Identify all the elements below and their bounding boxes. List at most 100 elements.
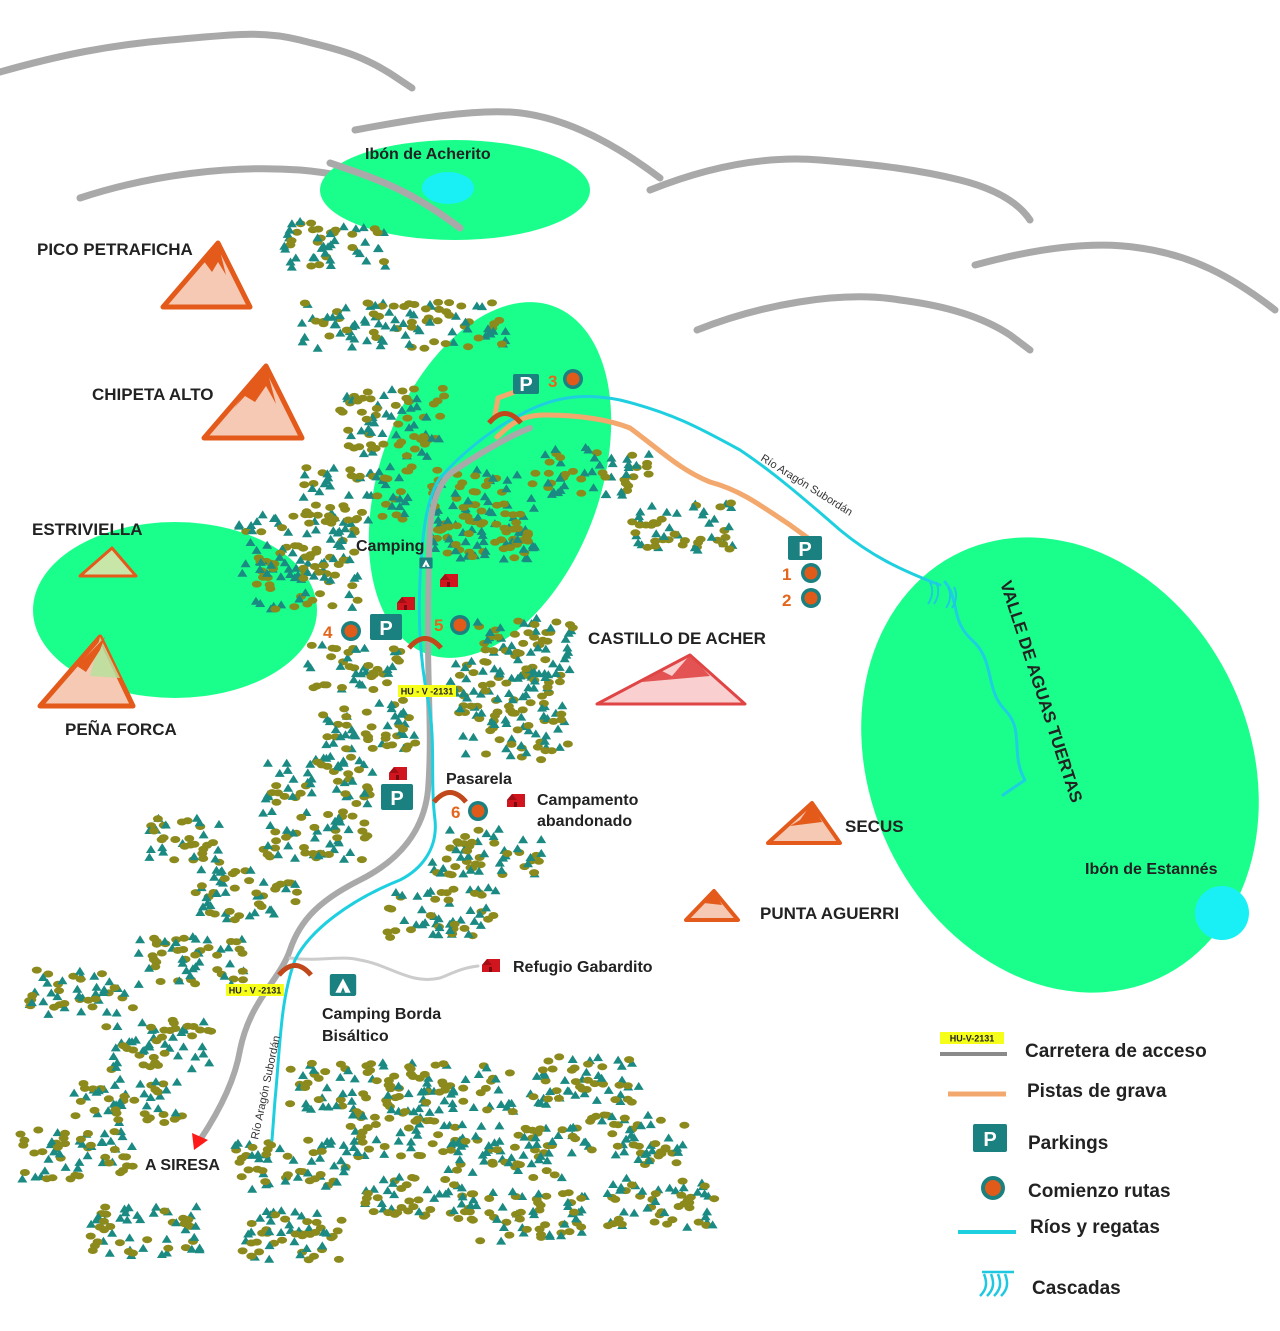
forest-tree — [283, 841, 294, 850]
route-number-2: 2 — [782, 591, 791, 610]
forest-tree — [49, 1003, 60, 1011]
forest-tree — [150, 1077, 161, 1086]
forest-tree — [515, 1208, 526, 1216]
label-punta-aguerri: PUNTA AGUERRI — [760, 904, 899, 923]
forest-tree — [409, 445, 420, 453]
legend-label-parkings: Parkings — [1028, 1133, 1108, 1154]
forest-tree — [204, 1058, 215, 1067]
forest-tree — [432, 317, 443, 325]
forest-tree — [138, 1243, 149, 1252]
forest-tree — [186, 1064, 197, 1073]
forest-tree — [237, 967, 248, 975]
forest-tree — [488, 1188, 498, 1196]
forest-tree — [262, 758, 273, 767]
forest-tree — [563, 1189, 574, 1197]
label-pico-petraficha: PICO PETRAFICHA — [37, 240, 193, 259]
forest-tree — [489, 712, 500, 720]
label-secus: SECUS — [845, 817, 904, 836]
forest-tree — [359, 315, 370, 324]
forest-tree — [447, 327, 458, 336]
forest-tree — [358, 1090, 369, 1098]
forest-tree — [363, 662, 374, 669]
forest-tree — [251, 580, 262, 588]
forest-tree — [469, 916, 480, 925]
forest-tree — [368, 686, 379, 693]
forest-tree — [518, 835, 529, 844]
forest-tree — [679, 537, 690, 545]
forest-tree — [343, 770, 354, 778]
forest-tree — [607, 1130, 618, 1138]
forest-tree — [682, 1222, 693, 1231]
forest-tree — [309, 833, 320, 842]
forest-tree — [148, 1053, 159, 1061]
forest-tree — [152, 815, 163, 823]
forest-tree — [467, 1216, 478, 1224]
forest-tree — [440, 1176, 451, 1183]
forest-tree — [307, 596, 318, 604]
forest-tree — [419, 1070, 430, 1078]
forest-tree — [220, 887, 231, 896]
forest-tree — [332, 1227, 343, 1235]
forest-tree — [494, 1136, 505, 1145]
parking-icon: P — [973, 1124, 1007, 1152]
forest-tree — [19, 1136, 30, 1144]
forest-tree — [440, 340, 451, 348]
forest-tree — [660, 1145, 671, 1153]
forest-tree — [557, 1126, 568, 1134]
forest-tree — [333, 1255, 344, 1263]
forest-tree — [123, 1248, 134, 1255]
forest-tree — [229, 916, 240, 924]
label-pasarela: Pasarela — [446, 771, 512, 788]
forest-tree — [459, 924, 470, 932]
route-number-1: 1 — [782, 565, 791, 584]
forest-tree — [142, 1236, 153, 1244]
forest-tree — [105, 1223, 116, 1230]
forest-tree — [251, 889, 262, 897]
forest-tree — [338, 1140, 349, 1149]
forest-tree — [612, 1142, 623, 1150]
forest-tree — [47, 1174, 58, 1182]
forest-tree — [198, 830, 209, 839]
forest-tree — [310, 1175, 321, 1183]
forest-tree — [377, 429, 388, 437]
forest-tree — [170, 1108, 181, 1117]
forest-tree — [566, 1148, 577, 1157]
forest-tree — [343, 426, 354, 434]
forest-tree — [554, 1053, 565, 1061]
forest-tree — [489, 839, 500, 847]
forest-tree — [609, 1120, 619, 1128]
forest-tree — [243, 1166, 254, 1174]
svg-text:P: P — [798, 539, 811, 561]
forest-tree — [19, 1169, 30, 1176]
forest-tree — [339, 705, 350, 713]
forest-tree — [271, 782, 282, 790]
forest-tree — [434, 1088, 445, 1096]
forest-tree — [444, 299, 455, 307]
forest-tree — [197, 850, 208, 858]
forest-tree — [163, 1244, 174, 1252]
forest-tree — [267, 789, 278, 797]
forest-tree — [466, 656, 477, 665]
forest-tree — [341, 721, 352, 729]
forest-tree — [512, 844, 523, 853]
forest-tree — [244, 877, 255, 885]
forest-tree — [225, 959, 235, 968]
forest-tree — [702, 1207, 712, 1216]
forest-tree — [544, 458, 555, 466]
forest-tree — [487, 1158, 498, 1166]
forest-tree — [460, 749, 471, 758]
forest-tree — [363, 733, 374, 741]
forest-tree — [723, 522, 734, 531]
forest-tree — [593, 1053, 603, 1062]
forest-tree — [110, 1106, 121, 1114]
label-chipeta-alto: CHIPETA ALTO — [92, 385, 214, 404]
forest-tree — [322, 1083, 332, 1092]
forest-tree — [159, 1207, 170, 1215]
forest-tree — [512, 726, 523, 734]
forest-tree — [484, 1209, 495, 1217]
forest-tree — [320, 1068, 331, 1076]
forest-tree — [141, 1101, 152, 1110]
forest-tree — [408, 1073, 419, 1080]
forest-tree — [413, 1196, 424, 1204]
forest-tree — [257, 1167, 268, 1175]
